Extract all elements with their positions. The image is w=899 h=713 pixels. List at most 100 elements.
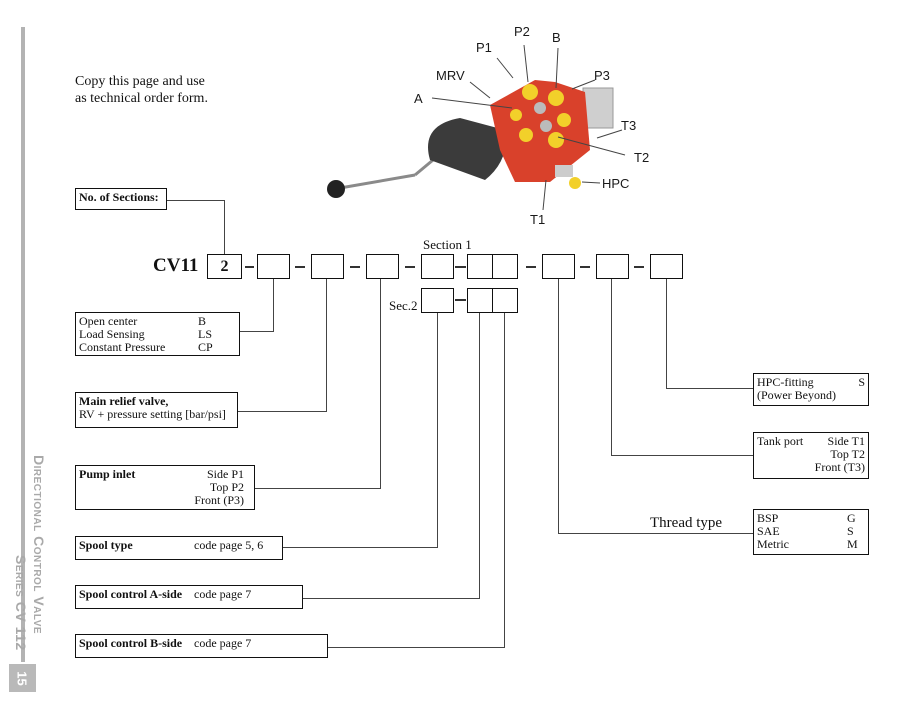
section-2-label: Sec.2 xyxy=(389,298,418,313)
option-name: Constant Pressure xyxy=(79,340,166,354)
option-row: SAE S xyxy=(757,525,865,538)
photo-label-t2: T2 xyxy=(634,150,650,165)
no-of-sections-box: No. of Sections: xyxy=(75,188,167,210)
valve-photo: P2 B P1 MRV P3 A T3 T2 HPC T1 xyxy=(300,10,660,230)
spool-type-ref: code page 5, 6 xyxy=(194,538,264,552)
sec2-spool-type-field[interactable] xyxy=(421,288,454,313)
sidebar-title: Directional Control Valve Series CV 112 xyxy=(13,455,47,660)
option-code: M xyxy=(847,537,858,551)
option-row: Front (T3) xyxy=(814,460,865,474)
spool-type-title: Spool type xyxy=(79,538,133,552)
dash xyxy=(634,266,644,268)
option-code: G xyxy=(847,511,856,525)
intro-text: Copy this page and use as technical orde… xyxy=(75,73,275,107)
photo-label-t3: T3 xyxy=(621,118,637,133)
dash xyxy=(580,266,590,268)
valve-illustration xyxy=(327,44,626,211)
main-relief-code-field[interactable] xyxy=(311,254,344,279)
page-number-text: 15 xyxy=(15,670,30,686)
option-row: Side T1 xyxy=(827,434,865,448)
lever-knob xyxy=(327,180,345,198)
connector xyxy=(504,313,505,648)
connector xyxy=(611,279,612,456)
photo-label-p3: P3 xyxy=(594,68,610,83)
valve-body xyxy=(490,80,590,182)
tank-port-code-field[interactable] xyxy=(596,254,629,279)
main-relief-desc: RV + pressure setting [bar/psi] xyxy=(79,407,226,421)
intro-line-2: as technical order form. xyxy=(75,91,208,106)
pump-inlet-code-field[interactable] xyxy=(366,254,399,279)
hpc-desc: (Power Beyond) xyxy=(757,388,836,402)
connector xyxy=(328,647,505,648)
sections-code-field[interactable]: 2 xyxy=(207,254,242,279)
sec1-spool-type-field[interactable] xyxy=(421,254,454,279)
option-row: Load Sensing LS xyxy=(79,328,236,341)
photo-label-p1: P1 xyxy=(476,40,492,55)
connector xyxy=(238,411,327,412)
dash xyxy=(455,266,466,268)
pump-inlet-box: Pump inlet Side P1 Top P2 Front (P3) xyxy=(75,465,255,510)
option-code: S xyxy=(847,524,854,538)
connector xyxy=(380,279,381,489)
connector xyxy=(273,279,274,332)
series-title: Directional Control Valve xyxy=(31,455,47,635)
option-name: Open center xyxy=(79,314,138,328)
tank-port-box: Tank port Side T1 Top T2 Front (T3) xyxy=(753,432,869,479)
connector xyxy=(611,455,753,456)
main-relief-box: Main relief valve, RV + pressure setting… xyxy=(75,392,238,428)
option-row: Constant Pressure CP xyxy=(79,341,236,354)
photo-label-p2: P2 xyxy=(514,24,530,39)
spool-type-box: Spool type code page 5, 6 xyxy=(75,536,283,560)
photo-label-b: B xyxy=(552,30,561,45)
center-type-box: Open center B Load Sensing LS Constant Pre… xyxy=(75,312,240,356)
dash xyxy=(295,266,305,268)
connector xyxy=(479,313,480,599)
main-relief-title: Main relief valve, xyxy=(79,394,169,408)
no-of-sections-label: No. of Sections: xyxy=(79,190,159,204)
option-row: Top P2 xyxy=(209,480,244,494)
option-code: B xyxy=(198,314,207,328)
option-row: HPC-fitting S xyxy=(757,376,865,389)
thread-type-code-field[interactable] xyxy=(542,254,575,279)
page-number: 15 xyxy=(9,664,36,692)
dash xyxy=(245,266,254,268)
connector xyxy=(224,200,225,254)
option-row: Top T2 xyxy=(830,447,865,461)
option-row: Open center B xyxy=(79,315,236,328)
sec1-spool-a-field[interactable] xyxy=(467,254,493,279)
thread-type-label: Thread type xyxy=(650,515,723,531)
connector xyxy=(167,200,225,201)
center-type-code-field[interactable] xyxy=(257,254,290,279)
option-name: Load Sensing xyxy=(79,327,145,341)
dash xyxy=(350,266,360,268)
option-code: LS xyxy=(198,327,213,341)
rubber-boot xyxy=(428,118,506,180)
connector xyxy=(666,388,753,389)
pump-inlet-title: Pump inlet xyxy=(79,467,136,481)
intro-line-1: Copy this page and use xyxy=(75,74,205,89)
option-name: Metric xyxy=(757,537,789,551)
spool-b-title: Spool control B-side xyxy=(79,636,183,650)
sec2-spool-a-field[interactable] xyxy=(467,288,493,313)
spool-b-box: Spool control B-side code page 7 xyxy=(75,634,328,658)
connector xyxy=(303,598,480,599)
spool-a-title: Spool control A-side xyxy=(79,587,183,601)
photo-label-a: A xyxy=(414,91,423,106)
photo-label-t1: T1 xyxy=(530,212,546,227)
option-name: SAE xyxy=(757,524,780,538)
option-code: CP xyxy=(198,340,213,354)
sec2-spool-b-field[interactable] xyxy=(492,288,518,313)
dash xyxy=(526,266,536,268)
option-name: BSP xyxy=(757,511,779,525)
connector xyxy=(437,313,438,548)
sec1-spool-b-field[interactable] xyxy=(492,254,518,279)
hpc-title: HPC-fitting xyxy=(757,375,814,389)
spool-b-ref: code page 7 xyxy=(194,636,252,650)
hpc-box: HPC-fitting S (Power Beyond) xyxy=(753,373,869,406)
hpc-code-field[interactable] xyxy=(650,254,683,279)
connector xyxy=(240,331,274,332)
option-code: S xyxy=(858,375,865,389)
option-row: BSP G xyxy=(757,512,865,525)
model-prefix: CV11 xyxy=(153,255,199,276)
